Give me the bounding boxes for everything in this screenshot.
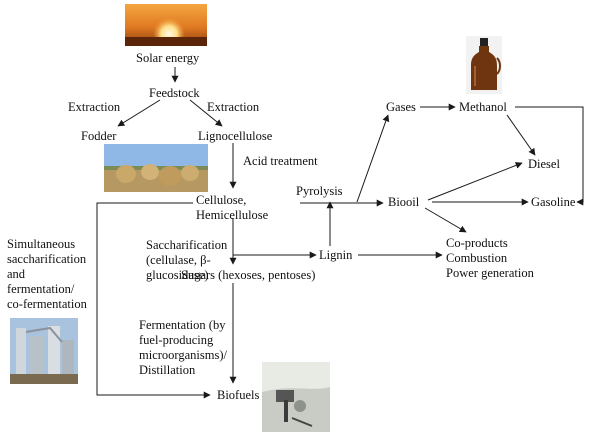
lab-equipment-photo-icon <box>262 362 330 432</box>
fodder-node: Fodder <box>81 129 117 143</box>
sugars-node: Sugars (hexoses, pentoses) <box>181 268 316 282</box>
arrow-ssf-to-biofuels <box>96 202 211 399</box>
ssf-label: Simultaneous saccharification and fermen… <box>7 237 87 311</box>
extraction-left-label: Extraction <box>68 100 121 114</box>
amber-bottle-photo-icon <box>466 36 502 94</box>
saccharification-label: Saccharification (cellulase, β- glucosid… <box>146 238 228 282</box>
arrow-methanol-to-gasoline <box>515 106 584 203</box>
pyrolysis-label: Pyrolysis <box>296 184 343 198</box>
arrow-biooil-to-diesel <box>427 162 523 201</box>
arrow-feedstock-to-fodder <box>117 99 161 127</box>
solar-energy-node: Solar energy <box>136 51 200 65</box>
arrow-biooil-to-gases <box>356 114 390 203</box>
coproducts-node: Co-products Combustion Power generation <box>446 236 534 280</box>
lignocellulose-node: Lignocellulose <box>198 129 273 143</box>
acid-treatment-label: Acid treatment <box>243 154 318 168</box>
lignin-node: Lignin <box>319 248 353 262</box>
arrow-feedstock-to-lignocellulose <box>189 99 223 127</box>
arrow-methanol-to-diesel <box>506 114 536 156</box>
extraction-right-label: Extraction <box>207 100 260 114</box>
hay-bales-photo-icon <box>104 144 208 192</box>
cellulose-hemicellulose-node: Cellulose, Hemicellulose <box>196 193 269 222</box>
gases-node: Gases <box>386 100 416 114</box>
methanol-node: Methanol <box>459 100 507 114</box>
gasoline-node: Gasoline <box>531 195 576 209</box>
feedstock-node: Feedstock <box>149 86 200 100</box>
biooil-node: Biooil <box>388 195 420 209</box>
biofuel-plant-photo-icon <box>10 318 78 384</box>
sunset-photo-icon <box>125 4 207 46</box>
arrow-biooil-to-coproducts <box>424 207 467 233</box>
fermentation-label: Fermentation (by fuel-producing microorg… <box>139 318 227 377</box>
biofuels-node: Biofuels <box>217 388 260 402</box>
diesel-node: Diesel <box>528 157 560 171</box>
